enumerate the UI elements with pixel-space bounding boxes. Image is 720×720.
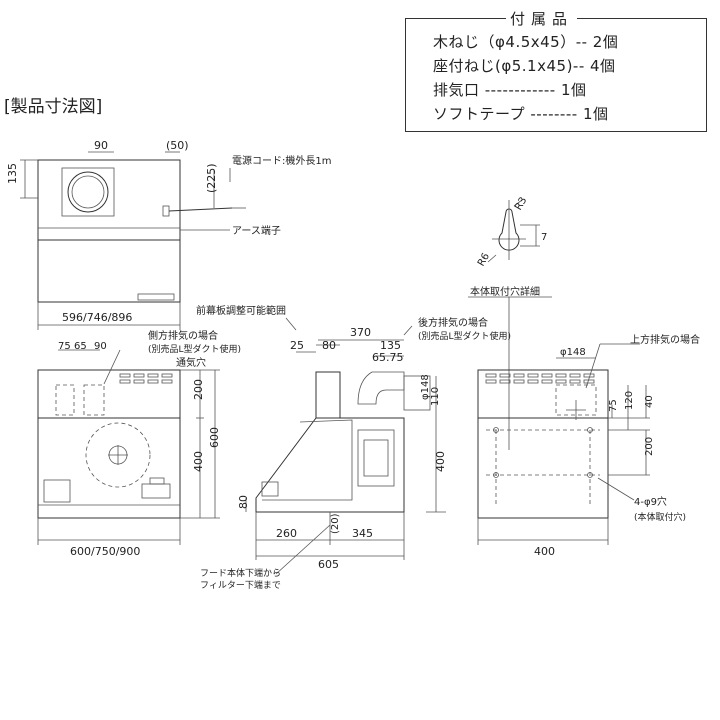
accessory-item: 座付ねじ(φ5.1x45)-- 4個 [433, 57, 616, 75]
dim-200: 200 [192, 379, 205, 400]
back-dim-148: φ148 [560, 347, 586, 358]
back-dim-200: 200 [644, 437, 655, 456]
vent-slots [119, 373, 173, 384]
holes-label: 4-φ9穴 [634, 495, 667, 508]
dim-80-vertical: 80 [237, 495, 250, 509]
dim-148: φ148 [420, 374, 431, 400]
earth-label: アース端子 [232, 224, 281, 237]
dim-400: 400 [192, 451, 205, 472]
dim-r6: R6 [476, 251, 492, 268]
dim-75: 75 [58, 341, 71, 352]
accessories-title: 付属品 [506, 8, 578, 29]
side-exhaust-note: (別売品L型ダクト使用) [148, 343, 241, 355]
vent-label: 通気穴 [176, 356, 206, 369]
front-panel-range-label: 前幕板調整可能範囲 [196, 304, 286, 317]
dim-600: 600 [208, 427, 221, 448]
dim-110: 110 [430, 387, 441, 406]
back-dim-120: 120 [624, 391, 635, 410]
keyhole-shape [498, 208, 520, 251]
bottom-note-1: フード本体下端から [200, 567, 281, 579]
back-view: 上方排気の場合 φ148 75 120 40 200 4-φ9穴 (本体取付穴)… [477, 333, 700, 558]
back-dim-75: 75 [608, 399, 619, 412]
dim-80: 80 [322, 339, 336, 352]
dim-20: (20) [330, 513, 341, 534]
front-view: 側方排気の場合 (別売品L型ダクト使用) 通気穴 75 65 90 200 40… [37, 329, 241, 558]
dim-400: 400 [434, 451, 447, 472]
top-view-front [37, 239, 181, 303]
dim-r3: R3 [513, 195, 529, 212]
hole-detail: R3 R6 7 本体取付穴詳細 [468, 195, 552, 450]
dim-7: 7 [541, 232, 547, 243]
dim-90: 90 [94, 341, 107, 352]
dim-50: (50) [166, 139, 189, 152]
dim-605: 605 [318, 558, 339, 571]
accessory-item: ソフトテープ -------- 1個 [433, 105, 609, 123]
dim-90: 90 [94, 139, 108, 152]
accessory-item: 排気口 ------------ 1個 [433, 81, 587, 99]
accessory-item: 木ねじ（φ4.5x45）-- 2個 [433, 33, 619, 51]
top-duct-outlet [61, 167, 115, 217]
side-hood-body [255, 417, 405, 513]
section-title: [製品寸法図] [4, 97, 103, 117]
front-lower-body [37, 417, 181, 519]
dim-135: 135 [6, 163, 19, 184]
dim-65-75: 65.75 [372, 351, 404, 364]
side-duct [315, 371, 341, 419]
back-lower-body [477, 417, 609, 519]
back-dim-40: 40 [644, 395, 655, 408]
back-width-label: 400 [534, 545, 555, 558]
rear-exhaust-note: (別売品L型ダクト使用) [418, 330, 511, 342]
dim-345: 345 [352, 527, 373, 540]
side-fan-box [357, 429, 395, 487]
top-view: 135 90 (50) (225) 電源コード:機外長1m アース端子 596/… [6, 139, 331, 330]
cord-label: 電源コード:機外長1m [232, 154, 331, 167]
dim-25: 25 [290, 339, 304, 352]
width-label: 596/746/896 [62, 311, 132, 324]
dim-370: 370 [350, 326, 371, 339]
side-view: 前幕板調整可能範囲 後方排気の場合 (別売品L型ダクト使用) 370 25 80… [196, 304, 511, 591]
holes-note: (本体取付穴) [634, 511, 686, 523]
dim-260: 260 [276, 527, 297, 540]
front-width-label: 600/750/900 [70, 545, 140, 558]
accessories-box: 付属品 木ねじ（φ4.5x45）-- 2個 座付ねじ(φ5.1x45)-- 4個… [405, 8, 707, 132]
power-cord [168, 207, 233, 212]
rear-elbow [357, 371, 405, 405]
back-vent-slots [485, 373, 595, 384]
front-upper-body [37, 369, 181, 419]
side-exhaust-label: 側方排気の場合 [148, 329, 218, 342]
top-exhaust-label: 上方排気の場合 [630, 333, 700, 346]
dim-135: 135 [380, 339, 401, 352]
bottom-note-2: フィルター下端まで [200, 579, 281, 591]
dim-225: (225) [205, 163, 218, 193]
dim-65: 65 [74, 341, 87, 352]
rear-exhaust-label: 後方排気の場合 [418, 316, 488, 329]
fan-circle [85, 422, 151, 488]
duct-circle [67, 171, 109, 213]
hole-detail-caption: 本体取付穴詳細 [470, 285, 540, 298]
